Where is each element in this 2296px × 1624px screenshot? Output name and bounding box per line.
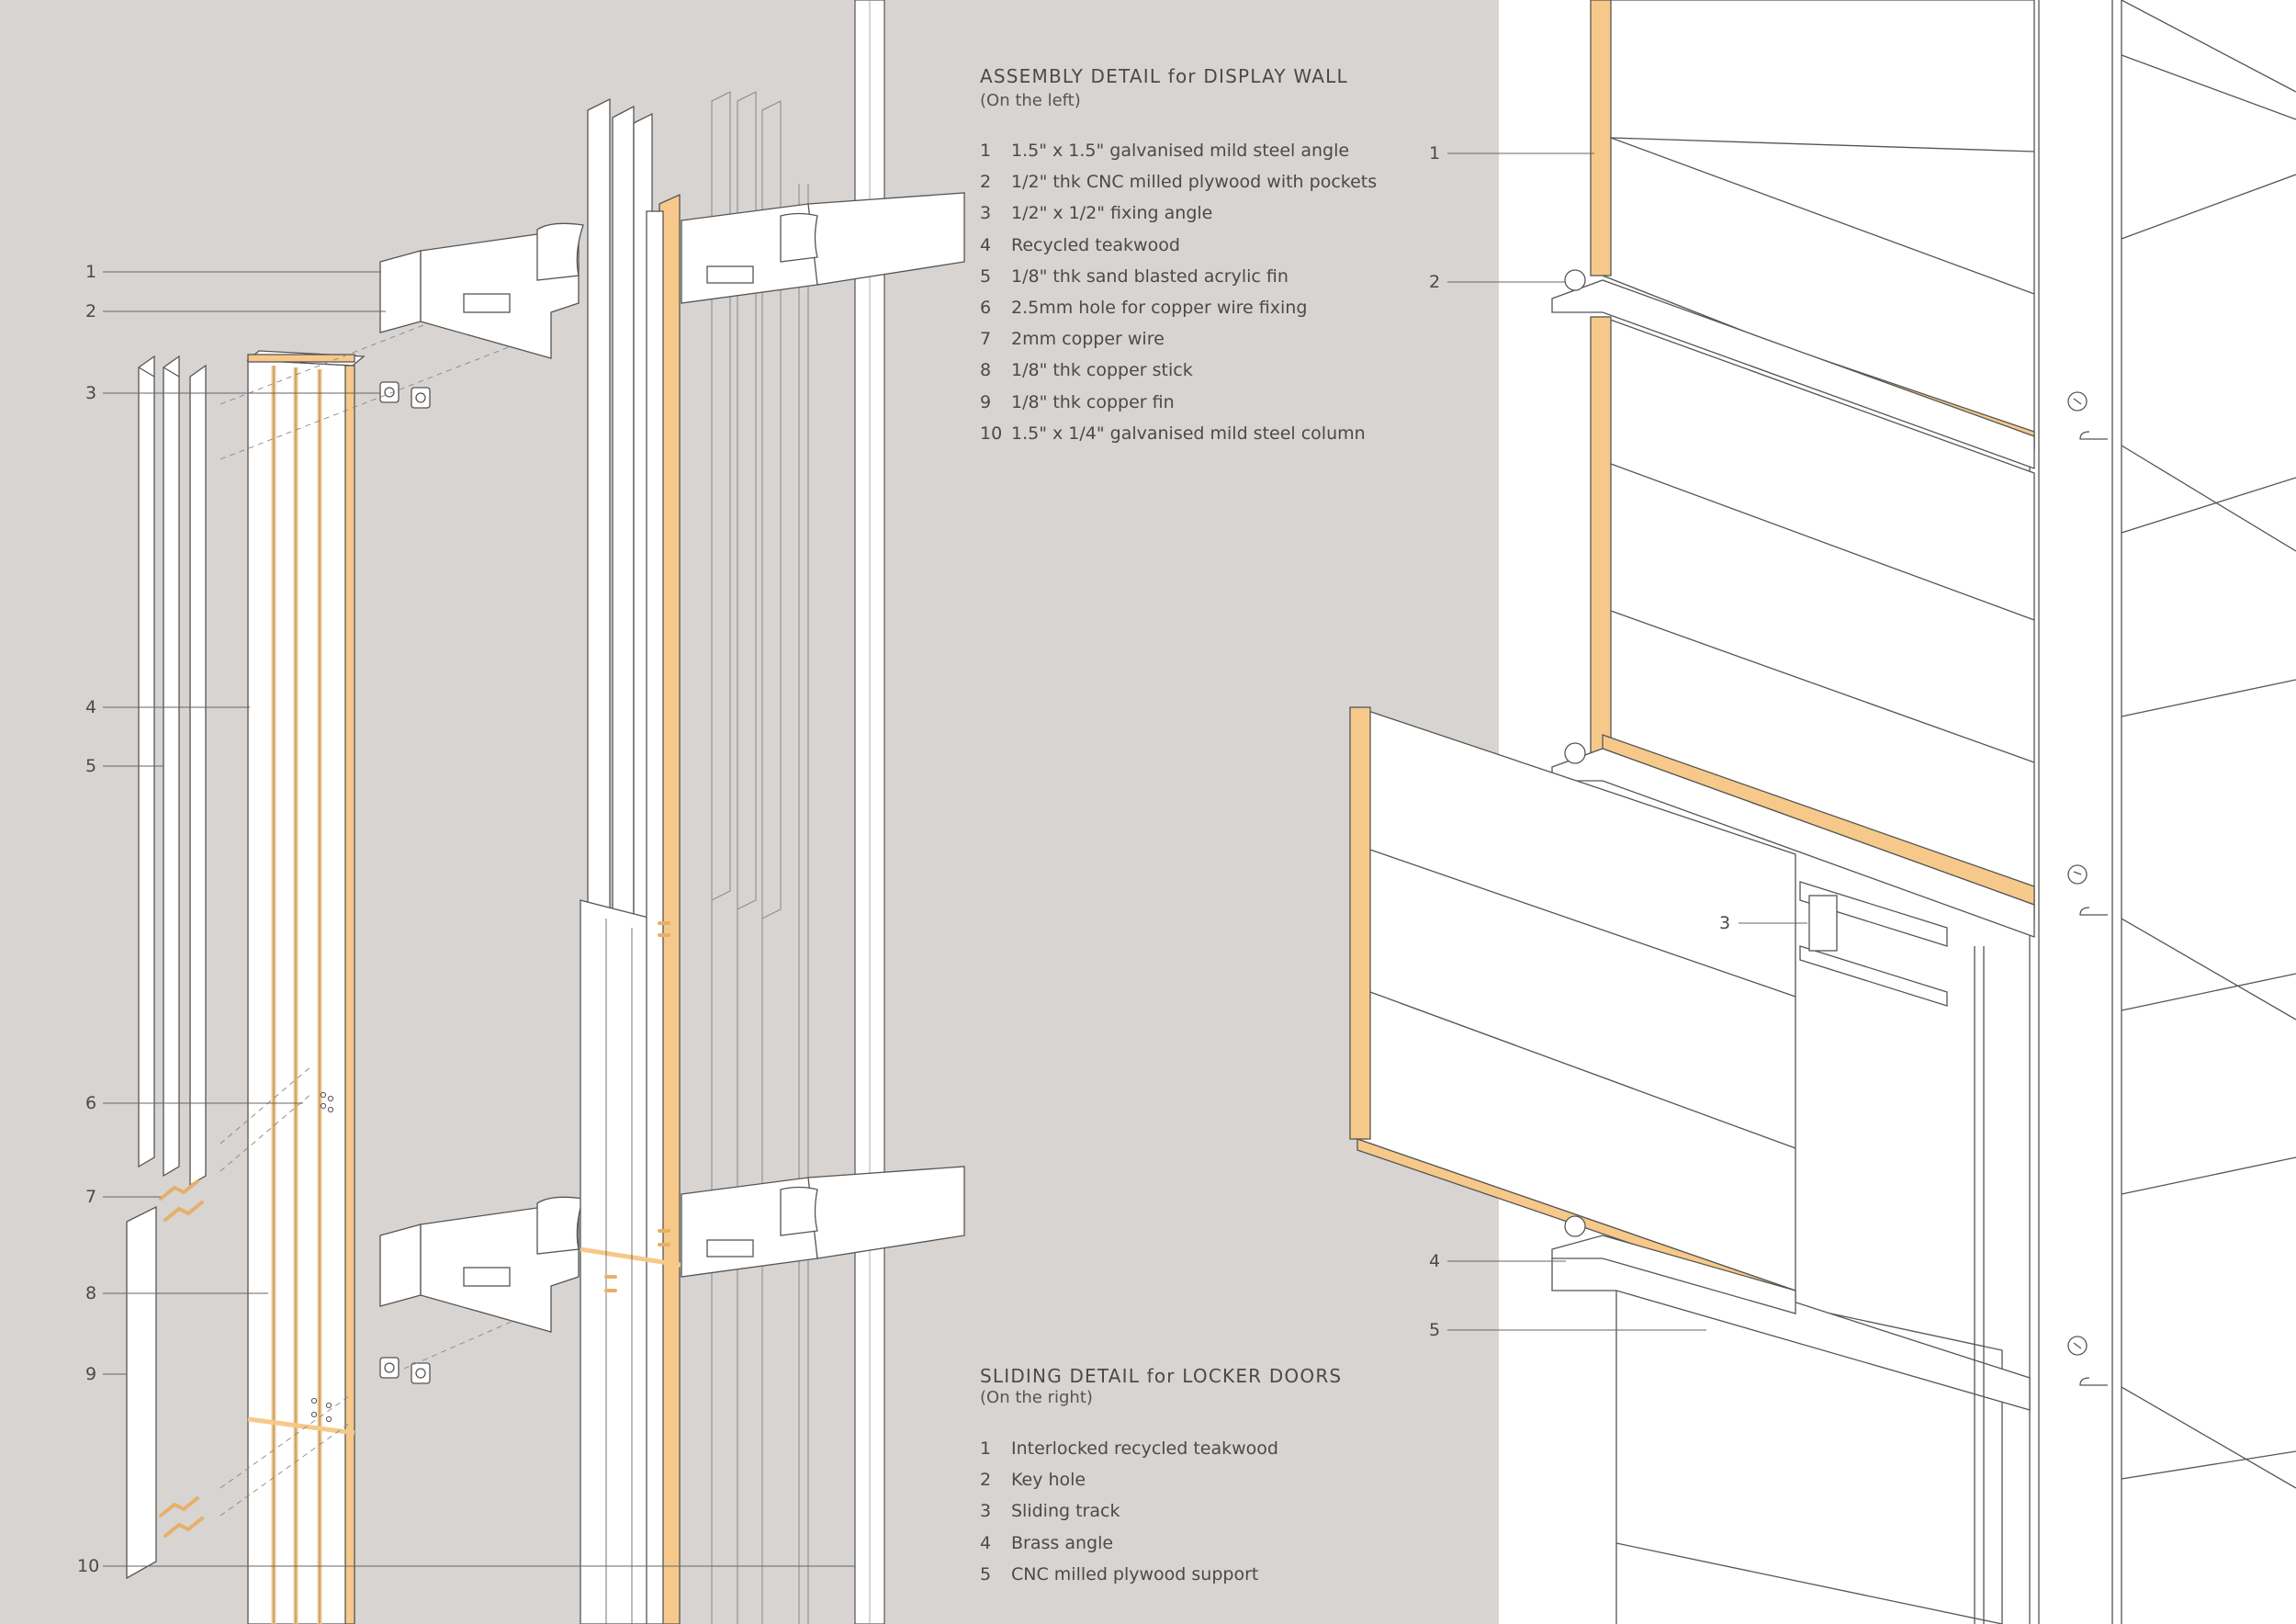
assembly-leader-lines — [103, 271, 855, 1567]
sliding-callout-4: 4 — [1429, 1251, 1441, 1271]
frame-right — [2111, 0, 2296, 1624]
sliding-drawing — [1349, 0, 2296, 1624]
assembly-callout-1: 1 — [85, 262, 97, 282]
sliding-callout-5: 5 — [1429, 1320, 1441, 1340]
assembly-callout-8: 8 — [85, 1283, 97, 1303]
sliding-subtitle: (On the right) — [980, 1388, 1093, 1407]
wire-holes — [310, 1091, 334, 1423]
sliding-locker-door — [1349, 706, 1796, 1314]
copper-fin — [126, 1205, 157, 1580]
assembly-callout-7: 7 — [85, 1187, 97, 1207]
copper-wire-details — [159, 921, 670, 1538]
assembly-callout-5: 5 — [85, 756, 97, 776]
assembly-callout-9: 9 — [85, 1364, 97, 1384]
steel-angle-bottom — [681, 1166, 965, 1278]
acrylic-fins — [138, 355, 207, 1187]
assembled-fins — [580, 97, 699, 1624]
sliding-title: SLIDING DETAIL for LOCKER DOORS — [980, 1365, 1343, 1387]
assembly-callout-6: 6 — [85, 1093, 97, 1113]
assembly-callout-3: 3 — [85, 383, 97, 403]
sliding-callout-3: 3 — [1719, 913, 1731, 933]
assembly-callout-4: 4 — [85, 697, 97, 717]
teakwood-panel — [246, 350, 366, 1624]
plywood-bracket-bottom — [379, 1196, 584, 1333]
plywood-support — [1551, 946, 2031, 1624]
sliding-callout-1: 1 — [1429, 143, 1441, 164]
assembly-subtitle: (On the left) — [980, 91, 1081, 110]
assembly-callout-2: 2 — [85, 301, 97, 321]
key-holes-door — [1564, 269, 1586, 1237]
sliding-track — [1799, 881, 1948, 1007]
sliding-leader-lines — [1447, 152, 1807, 1331]
steel-angle-top — [681, 192, 965, 304]
upper-locker-door — [1551, 0, 2035, 469]
assembly-title: ASSEMBLY DETAIL for DISPLAY WALL — [980, 65, 1348, 87]
assembly-callout-10: 10 — [77, 1556, 100, 1576]
middle-locker-door — [1551, 316, 2035, 938]
plywood-bracket-top — [379, 222, 584, 359]
fixing-angles — [379, 381, 431, 1384]
assembly-drawing — [126, 91, 965, 1624]
sliding-callout-2: 2 — [1429, 272, 1441, 292]
